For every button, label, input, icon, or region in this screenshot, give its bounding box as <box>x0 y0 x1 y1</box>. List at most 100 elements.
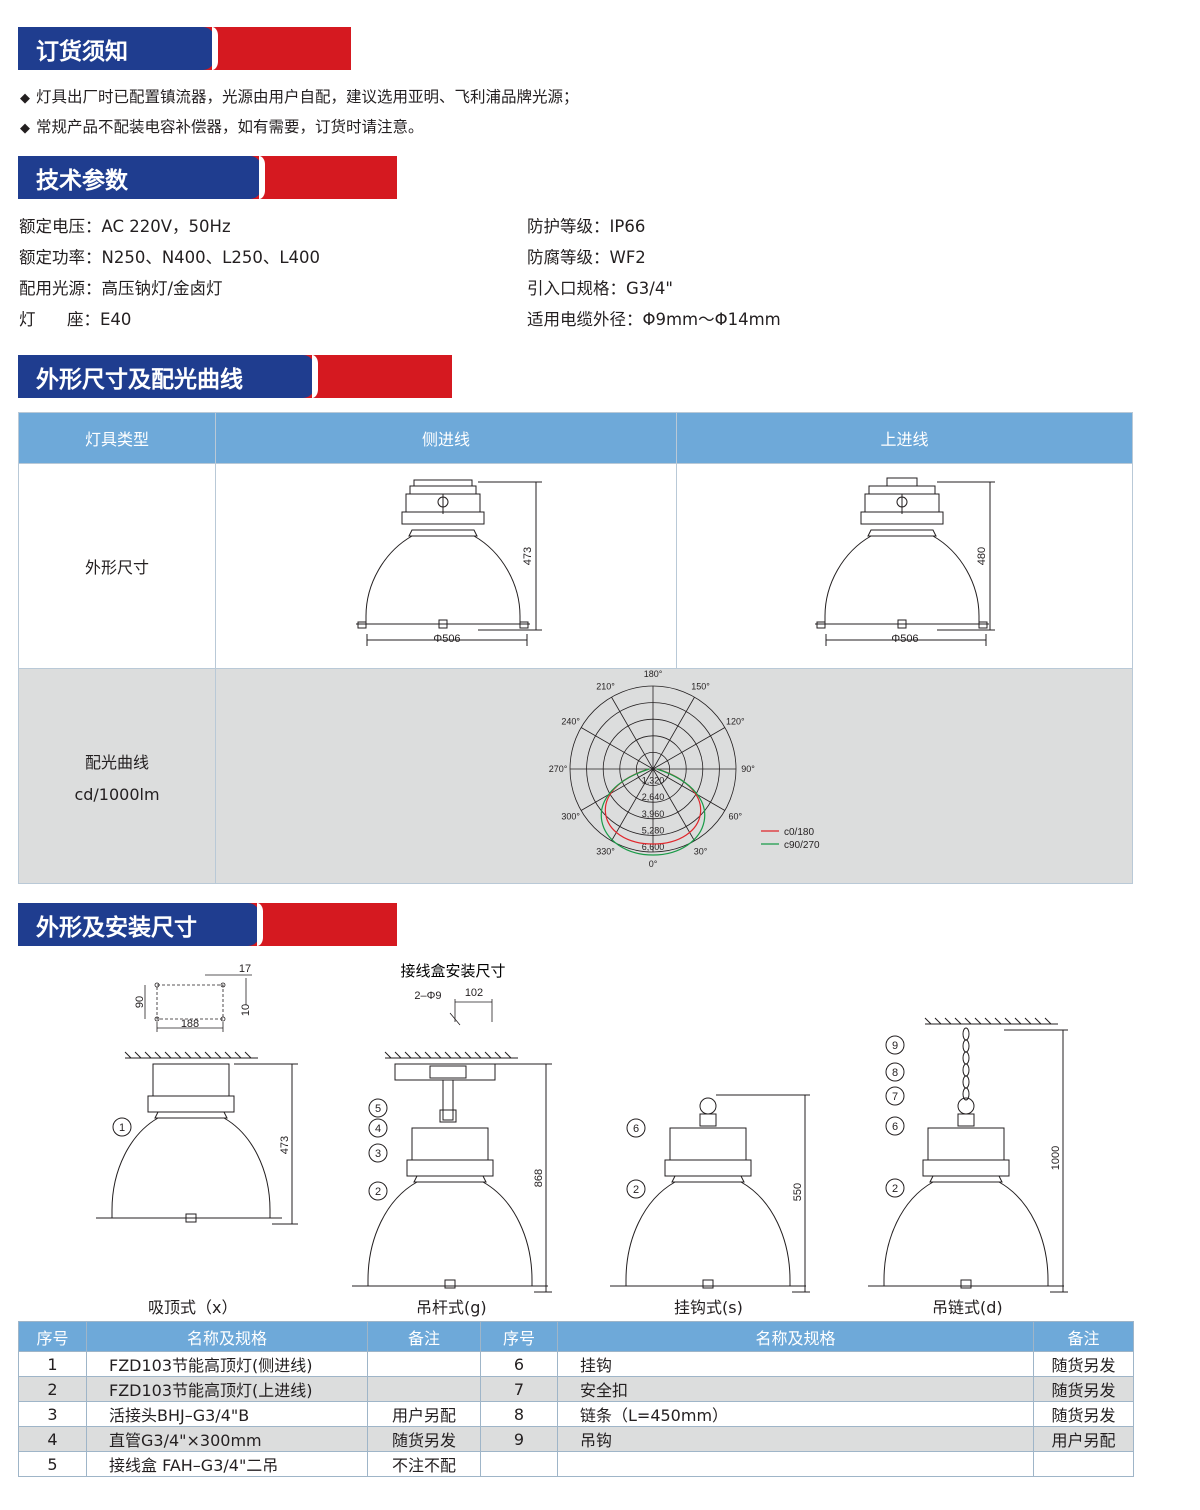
polar-ring-value: 3,960 <box>641 809 664 819</box>
install-drawings: 188 90 17 10 接线盒安装尺寸 2–Φ9 102 473 1 <box>96 962 1068 1293</box>
polar-spoke <box>652 696 695 770</box>
table-cell <box>367 1351 481 1377</box>
table-cell: 随货另发 <box>367 1426 481 1452</box>
lamp-top-svg: Φ506 480 <box>815 477 995 646</box>
lamp-rod <box>352 1051 552 1293</box>
label-9: 9 <box>885 1035 905 1055</box>
table-cell: 7 <box>480 1376 558 1402</box>
tech-left-4: 灯 座：E40 <box>19 310 132 329</box>
polar-angle-label: 210° <box>596 682 615 692</box>
header-red-bar <box>192 27 351 70</box>
polar-angle-label: 60° <box>728 812 742 822</box>
dim-side-height: 473 <box>522 547 534 565</box>
lamp-hook <box>610 1094 810 1293</box>
lamp-ceiling <box>96 1051 298 1225</box>
table-cell <box>1033 1451 1134 1477</box>
table-cell: 吊钩 <box>557 1426 1034 1452</box>
polar-spoke <box>610 696 653 770</box>
polar-angle-label: 240° <box>561 717 580 727</box>
polar-angle-label: 300° <box>561 812 580 822</box>
label-4: 4 <box>368 1118 388 1138</box>
polar-diagram: 180°150°120°90°60°30°0°330°300°270°240°2… <box>548 669 820 869</box>
label-2c: 2 <box>885 1178 905 1198</box>
label-2: 2 <box>368 1181 388 1201</box>
table-cell: 直管G3/4"×300mm <box>86 1426 368 1452</box>
polar-spoke <box>580 727 653 770</box>
table-cell: 安全扣 <box>557 1376 1034 1402</box>
section-header-shape: 外形尺寸及配光曲线 <box>18 355 452 398</box>
curve-label-2: cd/1000lm <box>74 784 160 804</box>
polar-angle-label: 330° <box>596 846 615 856</box>
th-note-2: 备注 <box>1033 1321 1134 1352</box>
caption-x: 吸顶式（x） <box>148 1298 238 1317</box>
top-entry-drawing: Φ506 480 <box>676 463 1133 669</box>
svg-text:1: 1 <box>119 1122 125 1134</box>
svg-text:2: 2 <box>375 1186 381 1198</box>
svg-text:6: 6 <box>633 1123 639 1135</box>
dim-102: 102 <box>465 987 483 999</box>
header-red-bar <box>237 903 397 946</box>
table-cell <box>557 1451 1034 1477</box>
curve-c90 <box>600 768 705 856</box>
dim-90: 90 <box>134 996 146 1008</box>
table-cell: 4 <box>18 1426 87 1452</box>
table-cell: 3 <box>18 1401 87 1427</box>
box-title: 接线盒安装尺寸 <box>400 962 505 980</box>
polar-ring-value: 6,600 <box>641 842 664 852</box>
section-header-install: 外形及安装尺寸 <box>18 903 397 946</box>
lamp-side-svg: Φ506 473 <box>356 479 542 646</box>
dim-g-height: 868 <box>533 1169 545 1187</box>
svg-text:3: 3 <box>375 1148 381 1160</box>
label-6b: 6 <box>885 1116 905 1136</box>
svg-text:4: 4 <box>375 1123 381 1135</box>
label-1: 1 <box>112 1117 132 1137</box>
header-gap <box>312 355 318 398</box>
table-cell <box>480 1451 558 1477</box>
row-curve-label: 配光曲线 cd/1000lm <box>18 668 216 884</box>
table-cell: 用户另配 <box>367 1401 481 1427</box>
th-top: 上进线 <box>676 412 1133 464</box>
table-cell: 接线盒 FAH–G3/4"二吊 <box>86 1451 368 1477</box>
section-title: 技术参数 <box>18 156 265 199</box>
dim-hole: 2–Φ9 <box>414 990 441 1002</box>
table-cell: 活接头BHJ–G3/4"B <box>86 1401 368 1427</box>
lamp-chain <box>868 1017 1068 1293</box>
svg-text:6: 6 <box>892 1121 898 1133</box>
dim-s-height: 550 <box>792 1183 804 1201</box>
polar-ring-value: 5,280 <box>641 825 664 835</box>
table-cell: 9 <box>480 1426 558 1452</box>
section-header-tech: 技术参数 <box>18 156 397 199</box>
legend-label: c0/180 <box>784 827 814 838</box>
polar-angle-label: 120° <box>725 717 744 727</box>
curve-c0 <box>604 768 701 845</box>
table-cell: 不注不配 <box>367 1451 481 1477</box>
table-cell: 用户另配 <box>1033 1426 1134 1452</box>
diamond-icon: ◆ <box>20 121 30 136</box>
th-type: 灯具类型 <box>18 412 216 464</box>
caption-d: 吊链式(d) <box>932 1298 1003 1317</box>
th-side: 侧进线 <box>215 412 677 464</box>
order-note-text: 常规产品不配装电容补偿器，如有需要，订货时请注意。 <box>36 118 424 136</box>
polar-spoke <box>652 768 695 842</box>
section-header-order: 订货须知 <box>18 27 351 70</box>
tech-right-4: 适用电缆外径：Φ9mm～Φ14mm <box>527 310 781 329</box>
label-2b: 2 <box>626 1179 646 1199</box>
polar-spoke <box>652 768 725 811</box>
table-cell: 挂钩 <box>557 1351 1034 1377</box>
label-8: 8 <box>885 1062 905 1082</box>
table-cell: 随货另发 <box>1033 1351 1134 1377</box>
header-gap <box>212 27 218 70</box>
th-no-2: 序号 <box>480 1321 558 1352</box>
legend-label: c90/270 <box>784 840 820 851</box>
label-5: 5 <box>368 1098 388 1118</box>
table-cell: 5 <box>18 1451 87 1477</box>
label-7: 7 <box>885 1086 905 1106</box>
polar-angle-label: 0° <box>648 859 657 869</box>
header-red-bar <box>292 355 452 398</box>
svg-text:7: 7 <box>892 1091 898 1103</box>
dim-10: 10 <box>240 1004 252 1016</box>
svg-text:2: 2 <box>892 1183 898 1195</box>
polar-spoke <box>610 768 653 842</box>
table-cell: 链条（L=450mm） <box>557 1401 1034 1427</box>
